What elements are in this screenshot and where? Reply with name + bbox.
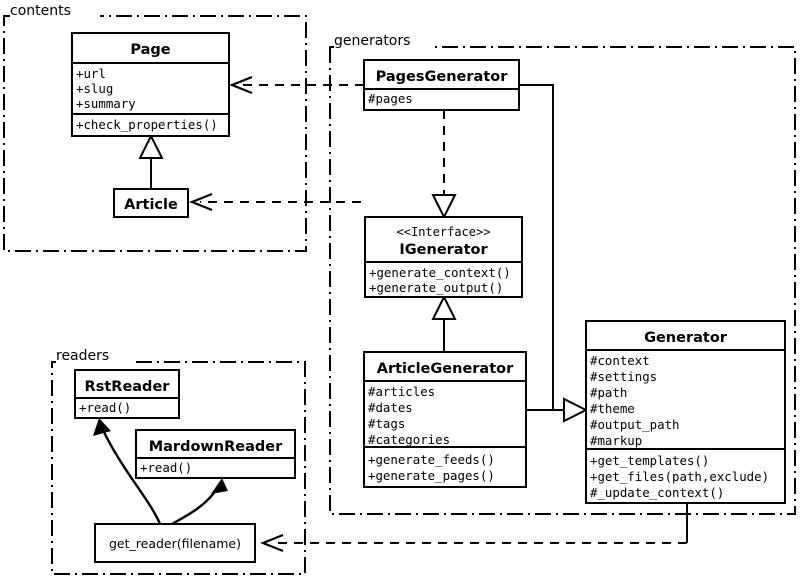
relation-article-extends-page bbox=[138, 133, 164, 189]
class-article-generator-box bbox=[363, 351, 527, 488]
edge-curve-line bbox=[171, 489, 217, 526]
package-generators-frame bbox=[329, 46, 796, 515]
class-pages-generator[interactable]: PagesGenerator #pages bbox=[363, 59, 520, 111]
class-article-generator-operation: +generate_feeds() bbox=[368, 452, 495, 467]
arrow-solid-head bbox=[93, 418, 111, 436]
package-contents-frame bbox=[3, 15, 307, 252]
class-generator-operation: #_update_context() bbox=[590, 485, 724, 500]
package-readers-frame bbox=[51, 361, 306, 575]
class-igenerator-operation: +generate_context() bbox=[369, 265, 511, 280]
class-page-attribute: +url bbox=[76, 66, 106, 81]
arrow-open-head bbox=[189, 192, 213, 212]
relation-articlegenerator-extends-generator bbox=[526, 397, 589, 423]
arrow-open-head bbox=[260, 533, 284, 553]
edge-curve-line bbox=[101, 429, 162, 525]
package-contents-label-bg bbox=[10, 2, 100, 20]
class-article-title: Article bbox=[124, 197, 178, 213]
package-contents: contents bbox=[3, 2, 307, 252]
package-generators: generators bbox=[329, 32, 796, 515]
class-generator-box bbox=[585, 320, 786, 504]
class-article[interactable]: Article bbox=[113, 188, 189, 218]
class-rst-reader-box bbox=[74, 369, 180, 419]
class-generator-attribute: #markup bbox=[590, 433, 642, 448]
class-article-generator-title: ArticleGenerator bbox=[377, 361, 514, 377]
class-mardown-reader[interactable]: MardownReader +read() bbox=[135, 429, 296, 479]
function-get-reader[interactable]: get_reader(filename) bbox=[94, 523, 256, 563]
class-igenerator[interactable]: <<Interface>> IGenerator +generate_conte… bbox=[364, 216, 523, 298]
class-page[interactable]: Page +url +slug +summary +check_properti… bbox=[71, 32, 230, 137]
class-pages-generator-box bbox=[363, 59, 520, 111]
arrow-hollow-triangle bbox=[138, 133, 164, 159]
class-article-generator-attribute: #dates bbox=[368, 400, 413, 415]
edge-line bbox=[519, 84, 554, 410]
relation-get-reader-returns-mardownreader bbox=[171, 478, 228, 526]
class-article-generator-attribute: #tags bbox=[368, 416, 405, 431]
relation-generator-uses-get-reader bbox=[260, 503, 688, 553]
package-readers: readers bbox=[51, 347, 306, 575]
class-page-title: Page bbox=[130, 42, 170, 58]
relation-pagesgenerator-realizes-igenerator bbox=[431, 110, 457, 220]
class-generator[interactable]: Generator #context #settings #path #them… bbox=[585, 320, 786, 504]
relation-pagesgenerator-uses-page bbox=[229, 75, 364, 95]
class-page-box bbox=[71, 32, 230, 137]
class-igenerator-stereotype: <<Interface>> bbox=[397, 225, 491, 239]
class-igenerator-operation: +generate_output() bbox=[369, 280, 503, 295]
class-generator-attribute: #context bbox=[590, 353, 650, 368]
arrow-hollow-triangle bbox=[563, 397, 589, 423]
package-generators-label-bg bbox=[334, 32, 434, 50]
arrow-open-head bbox=[229, 75, 253, 95]
function-get-reader-label: get_reader(filename) bbox=[109, 536, 241, 551]
class-rst-reader-operation: +read() bbox=[79, 400, 131, 415]
function-get-reader-box bbox=[94, 523, 256, 563]
arrow-hollow-triangle bbox=[431, 294, 457, 320]
class-generator-operation: +get_templates() bbox=[590, 453, 709, 468]
class-rst-reader[interactable]: RstReader +read() bbox=[74, 369, 180, 419]
class-mardown-reader-title: MardownReader bbox=[149, 439, 283, 455]
class-mardown-reader-operation: +read() bbox=[140, 460, 192, 475]
class-generator-attribute: #path bbox=[590, 385, 627, 400]
package-contents-label: contents bbox=[10, 3, 71, 19]
relation-get-reader-returns-rstreader bbox=[93, 418, 162, 525]
class-article-generator[interactable]: ArticleGenerator #articles #dates #tags … bbox=[363, 351, 527, 488]
class-page-attribute: +summary bbox=[76, 96, 136, 111]
class-pages-generator-title: PagesGenerator bbox=[376, 69, 509, 85]
class-article-generator-attribute: #categories bbox=[368, 432, 450, 447]
class-article-generator-operation: +generate_pages() bbox=[368, 468, 495, 483]
class-igenerator-box bbox=[364, 216, 523, 298]
arrow-solid-head bbox=[211, 478, 228, 494]
class-mardown-reader-box bbox=[135, 429, 296, 479]
class-generator-attribute: #theme bbox=[590, 401, 635, 416]
class-page-operation: +check_properties() bbox=[76, 117, 218, 132]
relation-pagesgenerator-extends-generator bbox=[519, 84, 554, 410]
class-generator-attribute: #output_path bbox=[590, 417, 680, 432]
class-generator-title: Generator bbox=[644, 330, 728, 346]
package-readers-label-bg bbox=[56, 347, 134, 365]
class-rst-reader-title: RstReader bbox=[85, 379, 171, 395]
package-readers-label: readers bbox=[56, 348, 109, 364]
package-generators-label: generators bbox=[334, 33, 410, 49]
class-pages-generator-attribute: #pages bbox=[368, 91, 413, 106]
class-article-box bbox=[113, 188, 189, 218]
class-generator-operation: +get_files(path,exclude) bbox=[590, 469, 769, 484]
class-generator-attribute: #settings bbox=[590, 369, 657, 384]
class-igenerator-title: IGenerator bbox=[399, 242, 488, 258]
class-article-generator-attribute: #articles bbox=[368, 384, 435, 399]
relation-generators-uses-article bbox=[189, 192, 361, 212]
class-page-attribute: +slug bbox=[76, 81, 113, 96]
relation-articlegenerator-extends-igenerator bbox=[431, 294, 457, 352]
arrow-hollow-triangle bbox=[431, 194, 457, 220]
